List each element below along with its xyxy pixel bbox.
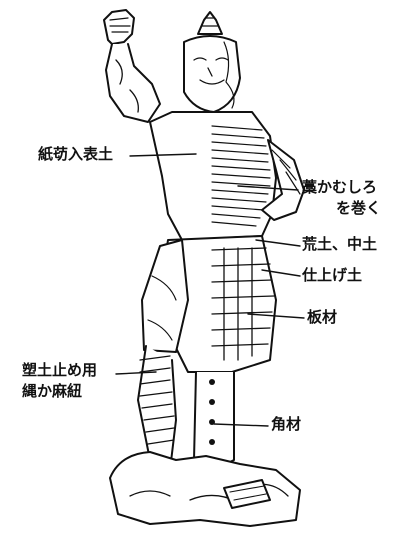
label-clay-stop-line2: 縄か麻紐 (22, 383, 82, 400)
raised-fist (104, 10, 134, 44)
label-straw-mat-line1: 藁かむしろ (302, 179, 377, 196)
label-straw-mat-line2: を巻く (336, 200, 381, 217)
raised-arm (106, 44, 160, 122)
crown (198, 12, 222, 34)
label-finish-clay: 仕上げ土 (302, 267, 362, 284)
base-figure (110, 452, 300, 526)
label-clay-stop-line1: 塑土止め用 (22, 362, 97, 379)
label-board: 板材 (307, 309, 337, 326)
label-square-timber: 角材 (271, 416, 301, 433)
label-paper-clay: 紙苆入表土 (38, 146, 113, 163)
torso (150, 112, 276, 240)
head (184, 36, 240, 112)
label-rough-clay: 荒土、中土 (302, 236, 377, 253)
